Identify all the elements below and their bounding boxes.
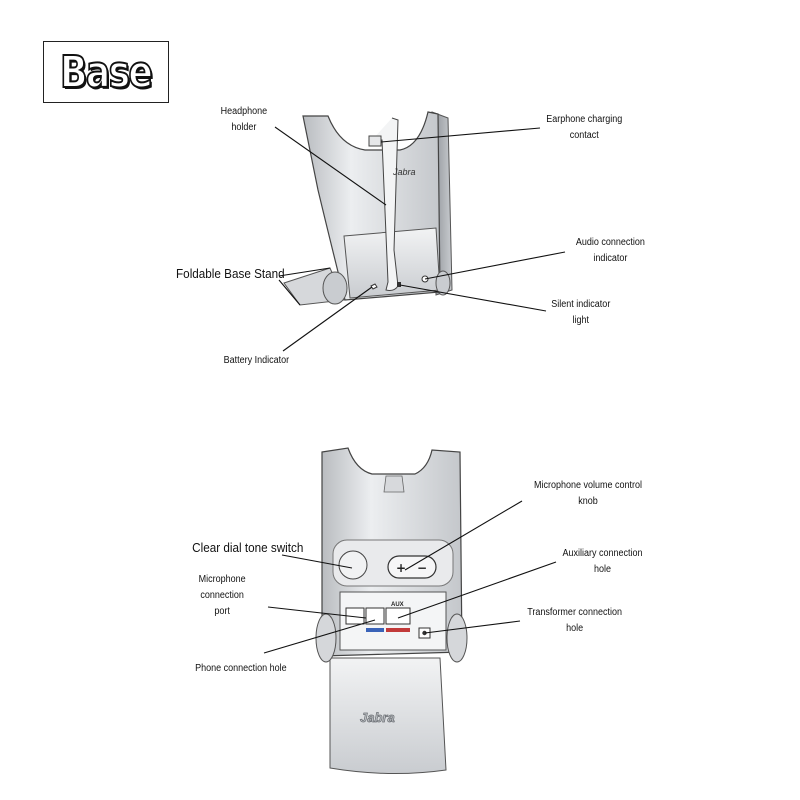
volume-plus-icon: +	[396, 561, 406, 575]
transformer-port-hole	[422, 630, 427, 636]
label-headphone-holder: Headphone holder	[220, 106, 268, 133]
base-rear: Jabra + − AUX	[315, 447, 468, 775]
leader-foldable-base-bottom	[278, 279, 301, 306]
stand-foot-roller-right	[435, 270, 451, 296]
aux-port-color-strip	[386, 628, 410, 632]
leader-earphone-charging	[380, 127, 541, 143]
label-clear-dial-tone-switch: Clear dial tone switch	[192, 540, 304, 555]
label-battery-indicator: Battery Indicator	[223, 355, 290, 366]
leader-audio-connection	[424, 251, 566, 280]
leader-lines	[263, 126, 566, 654]
volume-minus-icon: −	[417, 561, 427, 575]
base-right-roller	[446, 613, 468, 663]
leader-dial-tone	[281, 554, 353, 569]
charging-stand: Jabra	[283, 111, 453, 306]
battery-indicator-dot	[370, 283, 378, 290]
leader-transformer	[424, 620, 521, 634]
label-transformer-connection-hole: Transformer connection hole	[527, 607, 622, 634]
phone-port-color-strip	[366, 628, 384, 632]
label-foldable-base-stand: Foldable Base Stand	[176, 266, 285, 281]
leader-battery-indicator	[282, 286, 373, 352]
charging-contact	[368, 135, 382, 147]
label-earphone-charging-contact: Earphone charging contact	[546, 114, 623, 141]
label-microphone-volume-control-knob: Microphone volume control knob	[534, 480, 643, 507]
base-foldout-foot	[329, 657, 447, 775]
leader-silent-indicator	[399, 284, 547, 312]
stand-foot-roller	[322, 271, 348, 305]
page-title: Base	[60, 46, 155, 99]
base-top-notch	[383, 475, 405, 493]
microphone-volume-knob	[387, 555, 437, 579]
title-box: Base	[43, 41, 169, 103]
base-foot-brand-logo: Jabra	[360, 710, 395, 725]
silent-indicator-dot	[397, 282, 401, 287]
aux-port-label: AUX	[391, 602, 404, 608]
leader-headphone-holder	[274, 126, 387, 206]
clear-dial-tone-switch-knob	[338, 550, 368, 580]
leader-mic-port	[267, 606, 367, 619]
microphone-port	[365, 607, 385, 625]
stand-brand-logo: Jabra	[392, 167, 416, 177]
label-audio-connection-indicator: Audio connection indicator	[575, 237, 645, 264]
leader-mic-volume	[404, 500, 523, 571]
leader-phone-port	[263, 619, 376, 654]
leader-auxiliary	[397, 561, 557, 619]
leader-foldable-base-top	[278, 267, 331, 277]
aux-port	[385, 607, 411, 625]
base-left-roller	[315, 613, 337, 663]
label-phone-connection-hole: Phone connection hole	[195, 663, 287, 674]
label-microphone-connection-port: Microphone connection port	[198, 574, 246, 617]
label-silent-indicator-light: Silent indicator light	[551, 299, 611, 326]
label-auxiliary-connection-hole: Auxiliary connection hole	[562, 548, 643, 575]
